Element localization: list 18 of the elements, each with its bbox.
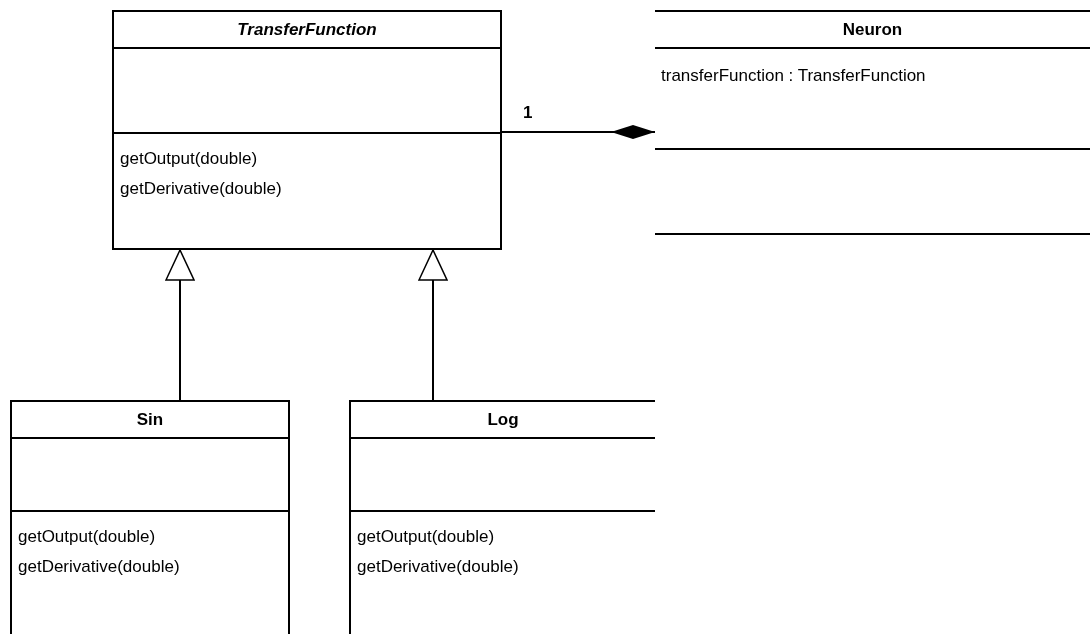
- method-text: getDerivative(double): [357, 556, 519, 578]
- method-text: getDerivative(double): [18, 556, 180, 578]
- class-box: [10, 400, 290, 634]
- class-name: Sin: [136, 409, 164, 430]
- generalization-arrow: [418, 249, 448, 401]
- method-text: getOutput(double): [357, 526, 495, 548]
- class-box: [112, 10, 502, 250]
- class-box: [655, 10, 1090, 235]
- generalization-arrow: [165, 249, 195, 401]
- composition-line: [501, 125, 656, 139]
- class-name: Log: [487, 409, 519, 430]
- method-text: getDerivative(double): [120, 178, 282, 200]
- method-text: getOutput(double): [18, 526, 156, 548]
- class-box: [349, 400, 655, 634]
- attribute-text: transferFunction : TransferFunction: [661, 65, 926, 87]
- class-name: Neuron: [842, 19, 903, 40]
- method-text: getOutput(double): [120, 148, 258, 170]
- class-name: TransferFunction: [237, 19, 377, 40]
